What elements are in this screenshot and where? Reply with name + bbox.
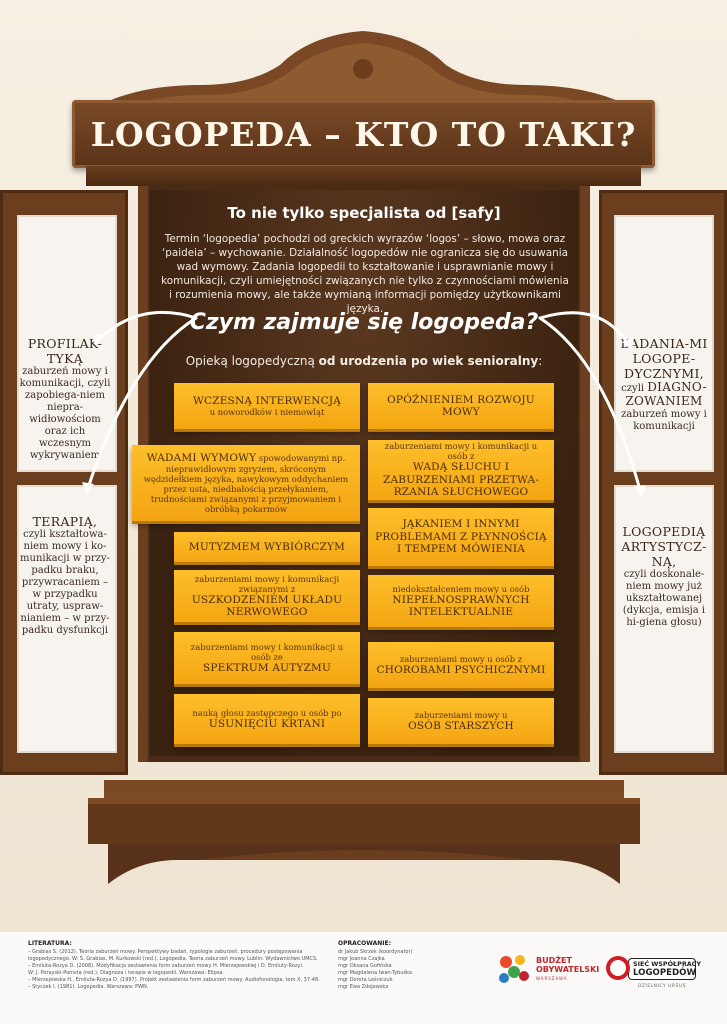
- author-item: mgr Magdalena Iwan-Tybuśka: [338, 970, 412, 976]
- authors-title: OPRACOWANIE:: [338, 940, 392, 947]
- author-item: mgr Dorota Leśniczuk: [338, 977, 393, 983]
- siec-wspolpracy-logopedow-logo: SIEĆ WSPÓŁPRACY LOGOPEDÓW DZIELNICY URSU…: [606, 952, 702, 992]
- right-door-bottom-pane: [614, 485, 714, 753]
- diagnozowanie-panel: BADANIA-MI LOGOPE-DYCZNYMI, czyli DIAGNO…: [620, 336, 708, 432]
- box-uszkodzenie-ukladu-nerwowego: zaburzeniami mowy i komunikacji związany…: [174, 570, 360, 622]
- box-niepelnosprawnosc-intelektualna: niedokształceniem mowy u osób NIEPEŁNOSP…: [368, 575, 554, 627]
- title-plate: LOGOPEDA – KTO TO TAKI?: [72, 100, 655, 168]
- literature-item: – Mierzejewska H., Emiluta-Rozya D. (199…: [28, 977, 320, 983]
- left-door-bottom-pane: [17, 485, 117, 753]
- page-title: LOGOPEDA – KTO TO TAKI?: [90, 114, 637, 154]
- care-line: Opieką logopedyczną od urodzenia po wiek…: [185, 354, 543, 368]
- author-item: mgr Joanna Czajka: [338, 956, 385, 962]
- box-wady-wymowy: WADAMI WYMOWY spowodowanymi np. nieprawi…: [132, 445, 360, 521]
- intro-paragraph: Termin ‘logopedia’ pochodzi od greckich …: [161, 233, 569, 315]
- literature-item: – Styczek I. (1981). Logopedia. Warszawa…: [28, 984, 149, 990]
- left-door: [0, 190, 128, 775]
- literature-item: logopedycznego. W: S. Grabias, M. Kurkow…: [28, 956, 318, 962]
- terapia-panel: TERAPIĄ, czyli kształtowa-niem mowy i ko…: [20, 514, 110, 636]
- flowers-icon: [499, 955, 529, 983]
- box-wczesna-interwencja: WCZESNĄ INTERWENCJĄ u noworodków i niemo…: [174, 383, 360, 429]
- author-item: dr Jakub Skrzek (koordynator): [338, 949, 413, 955]
- logopedia-artystyczna-panel: LOGOPEDIĄ ARTYSTYCZ-NĄ, czyli doskonale-…: [621, 524, 707, 628]
- box-jakanie: JĄKANIEM I INNYMI PROBLEMAMI Z PŁYNNOŚCI…: [368, 508, 554, 566]
- box-wada-sluchu: zaburzeniami mowy i komunikacji u osób z…: [368, 440, 554, 500]
- right-door: [599, 190, 727, 775]
- literature-item: – Grabias S. (2012). Teoria zaburzeń mow…: [28, 949, 303, 955]
- ring-icon: [606, 956, 630, 980]
- footer: LITERATURA: – Grabias S. (2012). Teoria …: [0, 932, 727, 1024]
- box-osoby-starsze: zaburzeniami mowy u OSÓB STARSZYCH: [368, 698, 554, 744]
- box-opoznienie-rozwoju-mowy: OPÓŹNIENIEM ROZWOJU MOWY: [368, 383, 554, 429]
- profilaktyka-panel: PROFILAK-TYKĄ zaburzeń mowy i komunikacj…: [19, 336, 111, 461]
- box-choroby-psychiczne: zaburzeniami mowy u osób z CHOROBAMI PSY…: [368, 642, 554, 688]
- section-question: Czym zajmuje się logopeda?: [189, 310, 539, 335]
- box-usuniecie-krtani: nauką głosu zastępczego u osób po USUNIĘ…: [174, 694, 360, 744]
- author-item: mgr Oksana Gofińska: [338, 963, 392, 969]
- cabinet-base: [88, 780, 640, 884]
- box-spektrum-autyzmu: zaburzeniami mowy i komunikacji u osób z…: [174, 632, 360, 684]
- box-mutyzm: MUTYZMEM WYBIÓRCZYM: [174, 532, 360, 562]
- crown-band: [86, 166, 641, 186]
- literature-item: W: J. Porayski-Pomsta (red.), Diagnoza i…: [28, 970, 225, 976]
- author-item: mgr Ewa Zdojewska: [338, 984, 389, 990]
- literature-title: LITERATURA:: [28, 940, 72, 947]
- literature-item: – Emiluta-Rozya D. (2008). Modyfikacja z…: [28, 963, 304, 969]
- subtitle: To nie tylko specjalista od [safy]: [227, 204, 501, 222]
